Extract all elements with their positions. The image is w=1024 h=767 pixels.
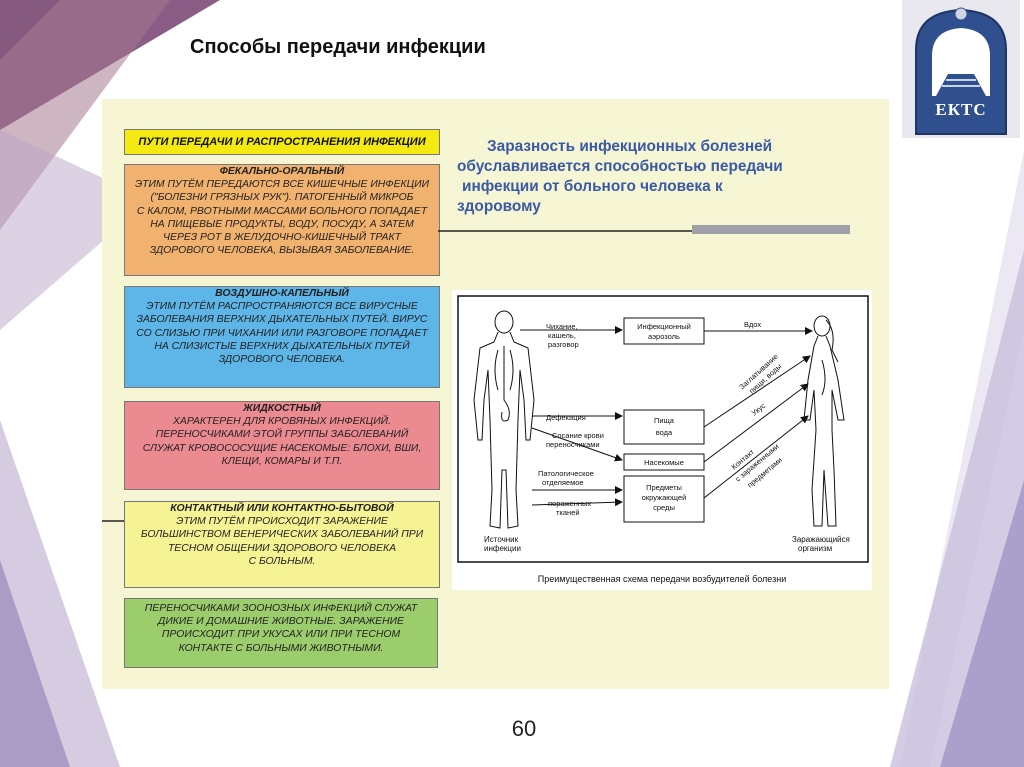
intro-line: обуславливается способностью передачи bbox=[457, 158, 783, 175]
box-objects-label: среды bbox=[653, 503, 675, 512]
page-number: 60 bbox=[511, 716, 537, 741]
route-airborne: ВОЗДУШНО-КАПЕЛЬНЫЙ ЭТИМ ПУТЁМ РАСПРОСТРА… bbox=[124, 286, 440, 388]
logo-text: ЕКТС bbox=[935, 100, 987, 119]
route-heading: ЖИДКОСТНЫЙ bbox=[243, 403, 321, 414]
source-arrows bbox=[520, 326, 623, 507]
route-heading: КОНТАКТНЫЙ ИЛИ КОНТАКТНО-БЫТОВОЙ bbox=[170, 503, 394, 514]
box-food bbox=[623, 409, 705, 445]
route-text-line: СО СЛИЗЬЮ ПРИ ЧИХАНИИ ИЛИ РАЗГОВОРЕ ПОПА… bbox=[136, 327, 428, 339]
target-label: Заражающийся bbox=[792, 535, 850, 544]
label-pathology: отделяемое bbox=[542, 478, 584, 487]
box-insects-label: Насекомые bbox=[644, 458, 684, 467]
route-text-line: ТЕСНОМ ОБЩЕНИИ ЗДОРОВОГО ЧЕЛОВЕКА bbox=[167, 542, 397, 554]
label-sneeze: Чихание, bbox=[546, 322, 578, 331]
route-text-line: ПЕРЕНОСЧИКАМИ ЗООНОЗНЫХ ИНФЕКЦИЙ СЛУЖАТ bbox=[144, 603, 418, 614]
label-blood: Сосание крови bbox=[552, 431, 604, 440]
route-liquid: ЖИДКОСТНЫЙ ХАРАКТЕРЕН ДЛЯ КРОВЯНЫХ ИНФЕК… bbox=[124, 401, 440, 490]
source-person-icon bbox=[473, 310, 535, 529]
route-heading: ФЕКАЛЬНО-ОРАЛЬНЫЙ bbox=[219, 166, 345, 177]
logo-emblem-icon bbox=[902, 0, 1020, 138]
route-text-line: ЗАБОЛЕВАНИЯ ВЕРХНИХ ДЫХАТЕЛЬНЫХ ПУТЕЙ. В… bbox=[136, 314, 428, 326]
route-text-line: СЛУЖАТ КРОВОСОСУЩИЕ НАСЕКОМЫЕ: БЛОХИ, ВШ… bbox=[142, 442, 422, 454]
label-blood: переносчиками bbox=[546, 440, 600, 449]
box-food-label: вода bbox=[656, 428, 673, 437]
transmission-scheme: Источник инфекции Заражающийся организм … bbox=[452, 290, 872, 590]
route-text-line: ЗДОРОВОГО ЧЕЛОВЕКА, ВЫЗЫВАЯ ЗАБОЛЕВАНИЕ. bbox=[149, 245, 415, 257]
route-text-line: С КАЛОМ, РВОТНЫМИ МАССАМИ БОЛЬНОГО ПОПАД… bbox=[136, 205, 428, 217]
route-text-line: КЛЕЩИ, КОМАРЫ И Т.П. bbox=[221, 455, 343, 467]
label-pathology: тканей bbox=[556, 508, 580, 517]
box-food-label: Пища bbox=[654, 416, 675, 425]
intro-text: Заразность инфекционных болезней обуслав… bbox=[457, 137, 882, 217]
route-text-line: ("БОЛЕЗНИ ГРЯЗНЫХ РУК"). ПАТОГЕННЫЙ МИКР… bbox=[150, 192, 414, 204]
route-fecal-oral: ФЕКАЛЬНО-ОРАЛЬНЫЙ ЭТИМ ПУТЁМ ПЕРЕДАЮТСЯ … bbox=[124, 164, 440, 276]
intro-line: инфекции от больного человека к bbox=[462, 178, 723, 195]
route-text-line: ЭТИМ ПУТЁМ РАСПРОСТРАНЯЮТСЯ ВСЕ ВИРУСНЫЕ bbox=[146, 301, 418, 313]
target-person-icon bbox=[803, 315, 845, 527]
source-label: инфекции bbox=[484, 544, 521, 553]
target-arrows bbox=[703, 327, 813, 499]
route-zoonotic: ПЕРЕНОСЧИКАМИ ЗООНОЗНЫХ ИНФЕКЦИЙ СЛУЖАТ … bbox=[124, 598, 438, 668]
route-text-line: ПЕРЕНОСЧИКАМИ ЭТОЙ ГРУППЫ ЗАБОЛЕВАНИЙ bbox=[155, 429, 409, 441]
label-bite: Укус bbox=[750, 401, 768, 418]
scheme-frame bbox=[457, 295, 869, 563]
route-text-line: КОНТАКТЕ С БОЛЬНЫМИ ЖИВОТНЫМИ. bbox=[178, 642, 384, 654]
route-text-line: ЭТИМ ПУТЁМ ПРОИСХОДИТ ЗАРАЖЕНИЕ bbox=[176, 516, 388, 528]
college-logo: ЕКТС bbox=[902, 0, 1020, 138]
box-objects-label: Предметы bbox=[646, 483, 682, 492]
route-text-line: НА СЛИЗИСТЫЕ ВЕРХНИХ ДЫХАТЕЛЬНЫХ ПУТЕЙ bbox=[154, 340, 410, 352]
box-aerosol bbox=[623, 317, 705, 345]
route-text-line: ХАРАКТЕРЕН ДЛЯ КРОВЯНЫХ ИНФЕКЦИЙ. bbox=[173, 416, 391, 428]
route-heading: ВОЗДУШНО-КАПЕЛЬНЫЙ bbox=[215, 288, 349, 299]
routes-header: ПУТИ ПЕРЕДАЧИ И РАСПРОСТРАНЕНИЯ ИНФЕКЦИИ bbox=[124, 129, 440, 155]
route-text-line: ПРОИСХОДИТ ПРИ УКУСАХ ИЛИ ПРИ ТЕСНОМ bbox=[161, 629, 401, 641]
route-text-line: С БОЛЬНЫМ. bbox=[248, 555, 316, 567]
route-text-line: НА ПИЩЕВЫЕ ПРОДУКТЫ, ВОДУ, ПОСУДУ, А ЗАТ… bbox=[150, 218, 414, 230]
route-text-line: ЗДОРОВОГО ЧЕЛОВЕКА. bbox=[218, 354, 346, 366]
box-objects-label: окружающей bbox=[642, 493, 687, 502]
route-contact: КОНТАКТНЫЙ ИЛИ КОНТАКТНО-БЫТОВОЙ ЭТИМ ПУ… bbox=[124, 501, 440, 588]
slide-title: Способы передачи инфекции bbox=[190, 36, 486, 58]
route-text-line: БОЛЬШИНСТВОМ ВЕНЕРИЧЕСКИХ ЗАБОЛЕВАНИЙ ПР… bbox=[140, 529, 424, 541]
intro-line: здоровому bbox=[457, 198, 541, 215]
label-sneeze: разговор bbox=[548, 340, 579, 349]
label-sneeze: кашель, bbox=[548, 331, 576, 340]
route-text-line: ЭТИМ ПУТЁМ ПЕРЕДАЮТСЯ ВСЕ КИШЕЧНЫЕ ИНФЕК… bbox=[134, 179, 430, 191]
intro-line: Заразность инфекционных болезней bbox=[487, 138, 773, 155]
scheme-caption: Преимущественная схема передачи возбудит… bbox=[538, 574, 787, 584]
label-defecation: Дефекация bbox=[546, 413, 586, 422]
route-text-line: ДИКИЕ И ДОМАШНИЕ ЖИВОТНЫЕ. ЗАРАЖЕНИЕ bbox=[158, 616, 404, 628]
target-label: организм bbox=[798, 544, 832, 553]
source-label: Источник bbox=[484, 535, 519, 544]
label-pathology: Патологическое bbox=[538, 469, 594, 478]
scheme-diagram: Источник инфекции Заражающийся организм … bbox=[457, 295, 869, 584]
box-aerosol-label: аэрозоль bbox=[648, 332, 680, 341]
route-text-line: ЧЕРЕЗ РОТ В ЖЕЛУДОЧНО-КИШЕЧНЫЙ ТРАКТ bbox=[163, 232, 401, 244]
box-objects bbox=[623, 475, 705, 523]
box-aerosol-label: Инфекционный bbox=[637, 322, 691, 331]
label-inhale: Вдох bbox=[744, 320, 761, 329]
